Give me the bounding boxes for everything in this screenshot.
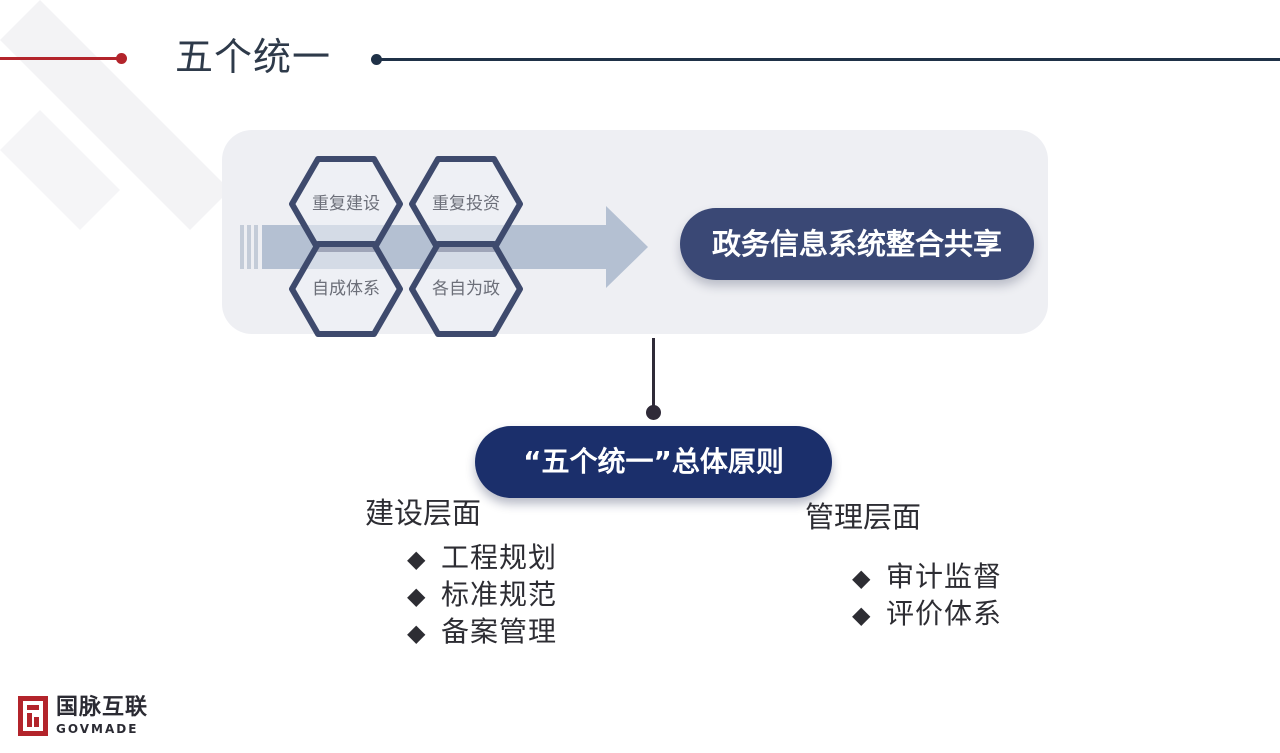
management-item-label: 评价体系 [886, 597, 1003, 630]
title-accent-dot-left [116, 53, 127, 64]
management-item: ◆ 评价体系 [852, 596, 1002, 633]
diamond-bullet-icon: ◆ [852, 601, 872, 629]
construction-item: ◆ 标准规范 [407, 577, 557, 614]
hexagon-label-duplicate-investment: 重复投资 [432, 194, 500, 214]
page-title: 五个统一 [175, 35, 332, 79]
diamond-bullet-icon: ◆ [407, 545, 427, 573]
title-dot-right [371, 54, 382, 65]
diamond-bullet-icon: ◆ [407, 582, 427, 610]
govmade-logo-icon [18, 696, 48, 736]
logo-name-cn: 国脉互联 [56, 695, 149, 720]
hexagon-label-separate-governance: 各自为政 [432, 279, 500, 299]
diamond-bullet-icon: ◆ [407, 619, 427, 647]
construction-item-label: 标准规范 [441, 578, 558, 611]
construction-item: ◆ 工程规划 [407, 540, 557, 577]
construction-item: ◆ 备案管理 [407, 614, 557, 651]
principle-pill: “五个统一”总体原则 [475, 426, 832, 498]
title-line-right [378, 58, 1280, 61]
integration-target-pill: 政务信息系统整合共享 [680, 208, 1034, 280]
hexagon-label-isolated-systems: 自成体系 [312, 279, 380, 299]
management-level-title: 管理层面 [805, 500, 922, 534]
management-item-label: 审计监督 [886, 560, 1003, 593]
construction-item-label: 工程规划 [441, 541, 558, 574]
hexagon-outline-4 [409, 241, 523, 337]
construction-item-label: 备案管理 [441, 615, 558, 648]
diamond-bullet-icon: ◆ [852, 564, 872, 592]
title-accent-line-left [0, 57, 120, 60]
management-item: ◆ 审计监督 [852, 559, 1002, 596]
connector-line [652, 338, 655, 410]
hexagon-label-duplicate-construction: 重复建设 [312, 194, 380, 214]
hexagon-outline-3 [289, 241, 403, 337]
arrow-tail-stripes [240, 225, 258, 269]
construction-level-title: 建设层面 [365, 496, 482, 530]
logo-name-en: GOVMADE [56, 722, 139, 736]
connector-dot [646, 405, 661, 420]
